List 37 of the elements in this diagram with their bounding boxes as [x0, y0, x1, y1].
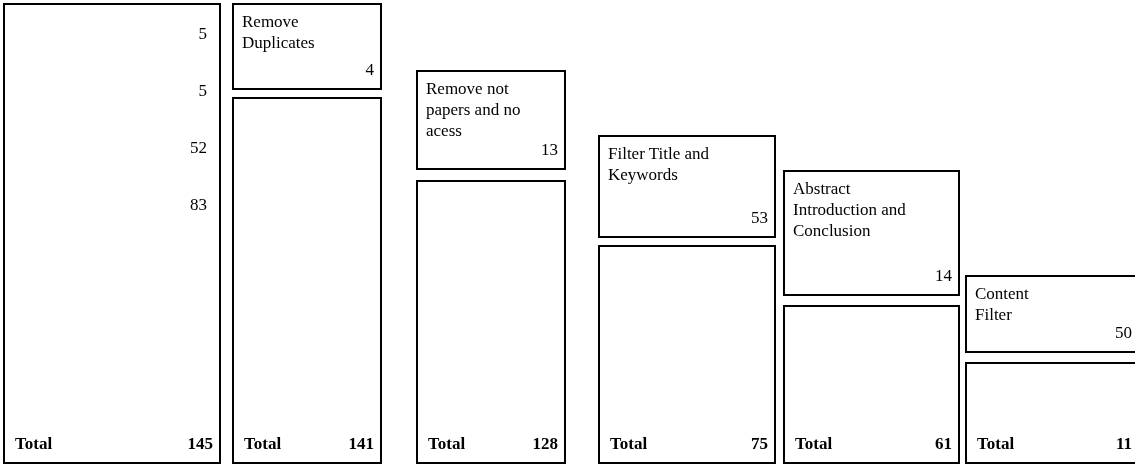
step-label: Content Filter	[975, 283, 1030, 325]
total-label: Total	[610, 433, 648, 454]
total-count: 141	[348, 433, 374, 454]
total-label: Total	[15, 433, 53, 454]
total-count: 11	[1115, 433, 1132, 454]
source-count: 5	[198, 80, 207, 101]
count-box	[783, 305, 960, 464]
step-box	[783, 170, 960, 296]
total-label: Total	[428, 433, 466, 454]
count-box	[232, 97, 382, 464]
step-label: Abstract Introduction and Conclusion	[793, 178, 907, 241]
step-box	[598, 135, 776, 238]
total-count: 128	[532, 433, 558, 454]
removed-count: 13	[541, 139, 558, 160]
total-label: Total	[244, 433, 282, 454]
count-box	[416, 180, 566, 464]
step-box	[965, 275, 1135, 353]
removed-count: 14	[935, 265, 952, 286]
removed-count: 50	[1115, 322, 1132, 343]
source-count: 52	[190, 137, 207, 158]
step-label: Remove not papers and no acess	[426, 78, 522, 141]
total-count: 75	[751, 433, 768, 454]
count-box	[598, 245, 776, 464]
step-label: Remove Duplicates	[242, 11, 316, 53]
step-label: Filter Title and Keywords	[608, 143, 711, 185]
source-count: 5	[198, 23, 207, 44]
source-count: 83	[190, 194, 207, 215]
removed-count: 53	[751, 207, 768, 228]
step-box	[416, 70, 566, 170]
total-label: Total	[977, 433, 1015, 454]
count-box	[965, 362, 1135, 464]
removed-count: 4	[365, 59, 374, 80]
total-count: 61	[935, 433, 952, 454]
total-label: Total	[795, 433, 833, 454]
step-box	[232, 3, 382, 90]
total-count: 145	[187, 433, 213, 454]
count-box	[3, 3, 221, 464]
